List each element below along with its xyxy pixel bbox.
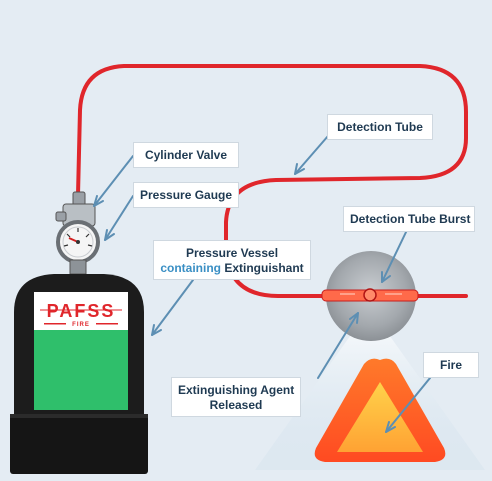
label-fire: Fire — [423, 352, 479, 378]
tube-burst-hole — [363, 288, 377, 302]
label-text: Pressure Gauge — [140, 188, 233, 202]
label-text: Detection Tube — [337, 120, 423, 134]
label-pressure-gauge: Pressure Gauge — [133, 182, 239, 208]
label-text-line1: Extinguishing Agent — [178, 383, 295, 397]
label-text-line2: Released — [209, 398, 263, 412]
label-detection-tube: Detection Tube — [327, 114, 433, 140]
label-text: Detection Tube Burst — [350, 212, 471, 226]
label-detection-tube-burst: Detection Tube Burst — [343, 206, 475, 232]
fire-inner-triangle — [337, 382, 423, 452]
logo-sub: FIRE — [72, 322, 90, 328]
label-text: Cylinder Valve — [144, 148, 228, 162]
logo-brand: PAFSS — [47, 301, 116, 321]
label-text-line2: containing Extinguishant — [160, 261, 304, 276]
label-text-line1: Pressure Vessel — [185, 246, 279, 260]
label-text: Fire — [439, 358, 462, 372]
cylinder-base — [10, 414, 148, 474]
label-cylinder-valve: Cylinder Valve — [133, 142, 239, 168]
label-extinguishing-agent: Extinguishing Agent Released — [171, 377, 301, 417]
label-text-word: Extinguishant — [224, 261, 304, 275]
label-text-accent: containing — [160, 261, 221, 275]
pointer-lines — [93, 135, 431, 433]
label-pressure-vessel: Pressure Vessel containing Extinguishant — [153, 240, 311, 280]
